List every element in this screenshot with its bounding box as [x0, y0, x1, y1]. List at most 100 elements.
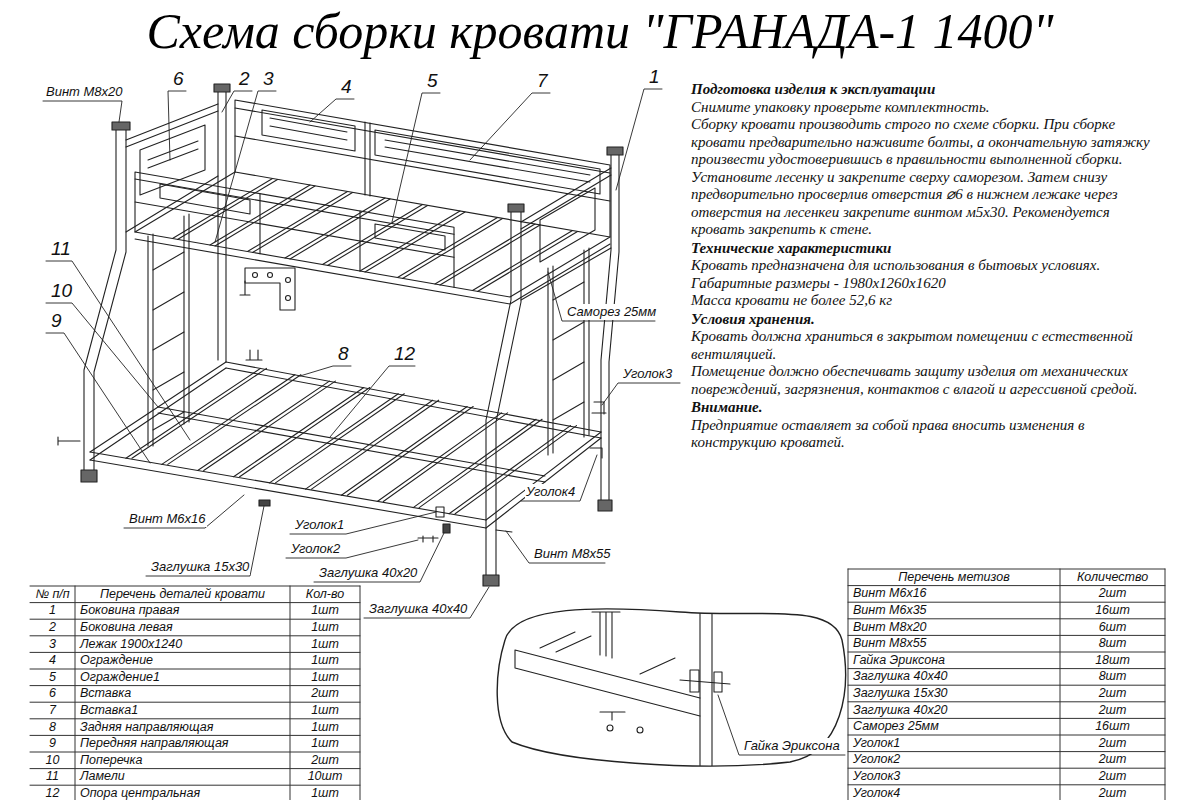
leader-line: [215, 91, 276, 242]
rear-guard: [270, 118, 347, 140]
fittings: [286, 296, 291, 301]
leader-line: [310, 99, 354, 122]
right-ladder: [548, 248, 589, 455]
right-side-frame: [483, 575, 499, 586]
note-heading: Технические характеристики: [691, 240, 1167, 258]
table-cell: Заглушка 40х40: [848, 669, 1060, 686]
leader-line: [46, 333, 150, 463]
callout-number: 3: [262, 68, 275, 90]
lower-bunk: [90, 362, 601, 528]
table-cell: Ограждение1: [75, 669, 290, 686]
upper-bunk: [135, 239, 610, 304]
table-cell: Саморез 25мм: [848, 718, 1060, 735]
callout-label: Уголок1: [294, 517, 345, 533]
table-cell: Винт М6х16: [848, 586, 1060, 603]
table-cell: Винт М8х20: [848, 619, 1060, 636]
leader-line: [43, 101, 122, 122]
table-cell: 1шт: [290, 636, 360, 653]
table-grid: [30, 586, 360, 785]
table-cell: 1шт: [290, 735, 360, 752]
detail-inset: [680, 680, 730, 684]
left-side-frame: [81, 470, 97, 482]
table-cell: 8шт: [1060, 669, 1165, 686]
table-cell: Уголок2: [848, 752, 1060, 769]
table-cell: Ограждение: [75, 652, 290, 669]
table-cell: Боковина правая: [75, 603, 290, 620]
leader-line: [300, 366, 351, 376]
note-heading: Внимание.: [691, 399, 1167, 417]
lower-bunk: [226, 362, 601, 438]
fittings: [245, 268, 295, 310]
table-cell: Вставка1: [75, 702, 290, 719]
callout-label: Винт М8х20: [45, 84, 124, 100]
callout-label: Заглушка 15х30: [150, 559, 250, 575]
lower-bunk: [90, 362, 226, 460]
callout-label: Заглушка 40х20: [318, 565, 418, 581]
right-side-frame: [540, 188, 595, 262]
detail-inset: [497, 600, 845, 780]
leader-line: [168, 91, 186, 160]
right-side-frame: [483, 147, 623, 586]
front-guard: [260, 194, 360, 271]
table-grid: [30, 569, 1165, 800]
note-text: Помещение должно обеспечивать защиту изд…: [691, 363, 1167, 398]
fittings: [592, 402, 606, 414]
fittings: [286, 278, 291, 283]
leader-line: [286, 540, 418, 558]
table-cell: 2шт: [1060, 586, 1165, 603]
table-cell: 2шт: [1060, 702, 1165, 719]
callout-number: 10: [50, 280, 73, 302]
table-cell: Лежак 1900х1240: [75, 636, 290, 653]
table-header: Кол-во: [290, 586, 360, 603]
leader-line: [392, 93, 440, 222]
table-cell: Передняя направляющая: [75, 735, 290, 752]
table-cell: 16шт: [1060, 602, 1165, 619]
front-guard: [135, 179, 454, 234]
table-cell: Боковина левая: [75, 619, 290, 636]
leader-line: [718, 695, 845, 755]
rear-guard: [365, 122, 370, 196]
detail-inset: [515, 650, 700, 716]
table-cell: 12: [30, 785, 75, 800]
leader-line: [46, 303, 158, 407]
table-cell: 1: [30, 603, 75, 620]
callout-number: 11: [50, 238, 72, 260]
left-side-frame: [214, 84, 230, 92]
front-guard: [160, 184, 250, 214]
table-cell: Уголок1: [848, 735, 1060, 752]
note-text: Предприятие оставляет за собой права вно…: [691, 417, 1167, 452]
right-side-frame: [508, 204, 524, 212]
note-text: Кровать должна храниться в закрытом поме…: [691, 328, 1167, 363]
diagram-title: Схема сборки кровати "ГРАНАДА-1 1400": [0, 2, 1200, 60]
detail-inset: [540, 632, 675, 674]
detail-inset: [497, 609, 845, 766]
table-cell: 5: [30, 669, 75, 686]
detail-inset: [607, 725, 613, 731]
leader-line: [290, 512, 436, 534]
table-cell: 9: [30, 735, 75, 752]
right-side-frame: [486, 212, 511, 575]
table-cell: 2шт: [290, 752, 360, 769]
rear-guard: [235, 100, 610, 237]
leader-line: [364, 587, 489, 618]
leader-line: [222, 91, 252, 112]
left-ladder: [153, 252, 184, 430]
rear-guard: [235, 100, 610, 237]
fittings: [246, 350, 262, 360]
table-cell: 1шт: [290, 702, 360, 719]
callout-number: 8: [337, 343, 350, 365]
callout-label: Уголок2: [290, 541, 341, 557]
leader-line: [330, 366, 415, 437]
table-cell: 11: [30, 769, 75, 786]
table-grid: [75, 586, 360, 800]
table-cell: 3: [30, 636, 75, 653]
table-cell: 1шт: [290, 669, 360, 686]
front-guard: [375, 224, 445, 250]
left-side-frame: [140, 125, 205, 195]
lower-bunk: [132, 368, 577, 513]
right-ladder: [553, 282, 584, 420]
table-cell: Уголок3: [848, 768, 1060, 785]
lower-bunk: [126, 368, 571, 513]
leader-line: [124, 495, 244, 528]
right-side-frame: [607, 147, 623, 155]
